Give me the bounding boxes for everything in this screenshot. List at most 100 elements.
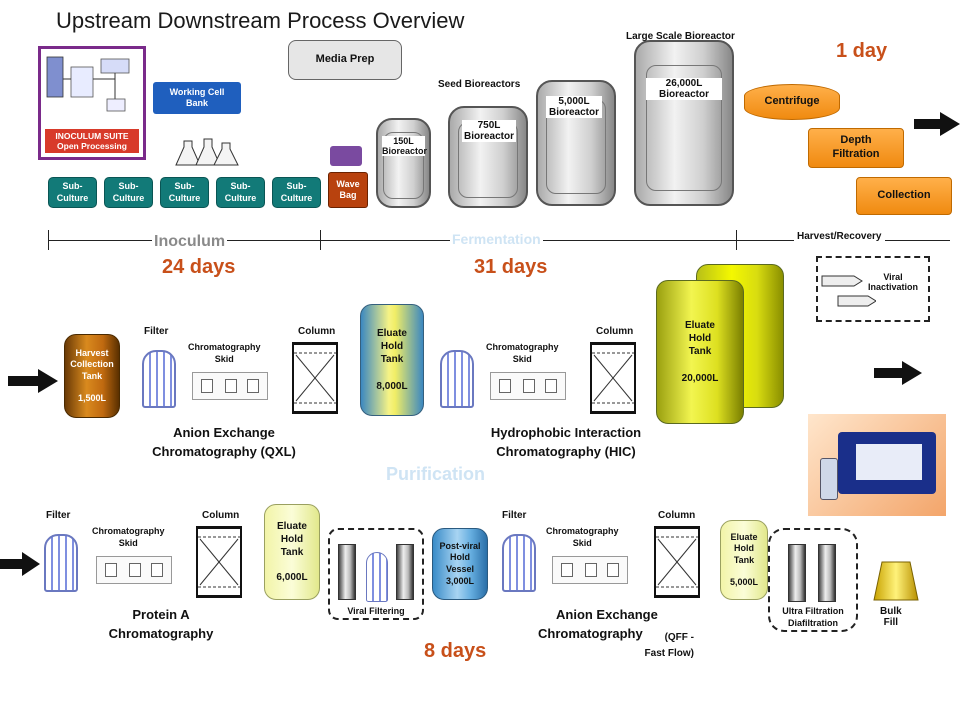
- centrifuge-box: Centrifuge: [744, 84, 840, 120]
- post-viral-hold-vessel: Post-viral Hold Vessel 3,000L: [432, 528, 488, 600]
- timeline-tick-1: [48, 230, 49, 250]
- filter-icon: [44, 534, 78, 592]
- skid-icon: [490, 372, 566, 400]
- harvest-recovery-label: Harvest/Recovery: [794, 231, 885, 242]
- bioreactor-150-label: 150L Bioreactor: [382, 136, 428, 156]
- sub-culture-2: Sub- Culture: [104, 177, 153, 208]
- days-8-label: 8 days: [424, 640, 487, 662]
- days-24-label: 24 days: [162, 256, 236, 278]
- bioreactor-750-icon: 750L Bioreactor: [448, 106, 528, 208]
- bioreactor-750-label: 750L Bioreactor: [462, 120, 516, 142]
- chromatography-skid-label-2: Chromatography Skid: [486, 342, 559, 364]
- eluate-tank-label-2: Eluate Hold Tank: [684, 320, 715, 357]
- arrow-right-icon: [8, 369, 58, 393]
- pipette-icon: [821, 275, 876, 307]
- inoculum-label: Inoculum: [152, 233, 228, 251]
- filter-icon: [440, 350, 474, 408]
- anion-exchange-qxl-label: Anion Exchange Chromatography (QXL): [152, 425, 296, 459]
- chromatography-skid-label-4: Chromatography Skid: [546, 526, 619, 548]
- working-cell-bank-box: Working Cell Bank: [153, 82, 241, 114]
- arrow-right-icon: [874, 361, 922, 385]
- post-viral-label: Post-viral Hold Vessel 3,000L: [439, 540, 481, 586]
- qff-note-label: (QFF - Fast Flow): [644, 632, 694, 659]
- eluate-hold-tank-8000: Eluate Hold Tank 8,000L: [360, 304, 424, 416]
- fermentation-label: Fermentation: [450, 231, 543, 247]
- culture-flasks-icon: [175, 138, 239, 166]
- sub-culture-4: Sub- Culture: [216, 177, 265, 208]
- eluate-tank-volume-2: 20,000L: [681, 373, 719, 384]
- bioreactor-26000-label: 26,000L Bioreactor: [646, 78, 722, 100]
- bioreactor-5000-label: 5,000L Bioreactor: [546, 96, 602, 118]
- bioreactor-5000-icon: 5,000L Bioreactor: [536, 80, 616, 206]
- wave-bag-image: [330, 146, 362, 166]
- one-day-label: 1 day: [836, 40, 888, 62]
- ultra-filtration-label: Ultra Filtration Diafiltration: [782, 606, 844, 628]
- filter-icon: [366, 552, 388, 602]
- filter-cartridge-icon: [818, 544, 836, 602]
- harvest-collection-tank: Harvest Collection Tank 1,500L: [64, 334, 120, 418]
- filter-label-2: Filter: [46, 510, 71, 521]
- hic-label: Hydrophobic Interaction Chromatography (…: [490, 425, 642, 459]
- column-icon: [590, 342, 636, 414]
- protein-a-label: Protein A Chromatography: [108, 607, 214, 641]
- seed-bioreactors-label: Seed Bioreactors: [438, 79, 521, 90]
- anion-exchange-qff-label-1: Anion Exchange: [556, 607, 658, 622]
- bioreactor-26000-icon: 26,000L Bioreactor: [634, 40, 734, 206]
- filter-label-1: Filter: [144, 326, 169, 337]
- column-icon: [292, 342, 338, 414]
- media-prep-box: Media Prep: [288, 40, 402, 80]
- inoculum-suite-image: INOCULUM SUITE Open Processing: [38, 46, 146, 160]
- inoculum-suite-label: INOCULUM SUITE Open Processing: [45, 128, 139, 153]
- chromatography-skid-label-3: Chromatography Skid: [92, 526, 165, 548]
- bioreactor-150-icon: 150L Bioreactor: [376, 118, 431, 208]
- skid-icon: [552, 556, 628, 584]
- column-icon: [654, 526, 700, 598]
- viral-filtering-group: Viral Filtering: [328, 528, 424, 620]
- filter-cartridge-icon: [396, 544, 414, 600]
- filter-icon: [142, 350, 176, 408]
- eluate-tank-volume-3: 6,000L: [276, 572, 308, 583]
- eluate-tank-label-3: Eluate Hold Tank: [276, 521, 307, 558]
- days-31-label: 31 days: [474, 256, 548, 278]
- chromatography-skid-label-1: Chromatography Skid: [188, 342, 261, 364]
- eluate-hold-tank-5000: Eluate Hold Tank 5,000L: [720, 520, 768, 600]
- eluate-hold-tank-6000: Eluate Hold Tank 6,000L: [264, 504, 320, 600]
- column-label-4: Column: [658, 510, 696, 521]
- wave-bag-box: Wave Bag: [328, 172, 368, 208]
- bulk-fill-label: Bulk Fill: [880, 606, 902, 628]
- sub-culture-1: Sub- Culture: [48, 177, 97, 208]
- filter-cartridge-icon: [788, 544, 806, 602]
- filter-cartridge-icon: [338, 544, 356, 600]
- filter-label-3: Filter: [502, 510, 527, 521]
- depth-filtration-box: Depth Filtration: [808, 128, 904, 168]
- eluate-tank-label-4: Eluate Hold Tank: [730, 531, 758, 565]
- eluate-tank-volume-4: 5,000L: [729, 576, 759, 587]
- arrow-right-icon: [914, 112, 960, 136]
- timeline-tick-3: [736, 230, 737, 250]
- skid-icon: [192, 372, 268, 400]
- arrow-right-icon: [0, 552, 40, 576]
- column-label-1: Column: [298, 326, 336, 337]
- eluate-tank-label-1: Eluate Hold Tank: [376, 328, 407, 365]
- filter-icon: [502, 534, 536, 592]
- large-scale-bioreactor-label: Large Scale Bioreactor: [626, 31, 735, 42]
- timeline-tick-2: [320, 230, 321, 250]
- harvest-tank-volume: 1,500L: [77, 392, 107, 403]
- column-icon: [196, 526, 242, 598]
- sub-culture-3: Sub- Culture: [160, 177, 209, 208]
- collection-box: Collection: [856, 177, 952, 215]
- eluate-tank-volume-1: 8,000L: [376, 381, 408, 392]
- viral-inactivation-group: Viral Inactivation: [816, 256, 930, 322]
- bulk-fill-icon: [873, 561, 919, 601]
- anion-exchange-qff-label-2: Chromatography: [538, 626, 643, 641]
- sub-culture-5: Sub- Culture: [272, 177, 321, 208]
- viral-inactivation-label: Viral Inactivation: [868, 272, 919, 292]
- lab-diagram-icon: [46, 56, 130, 112]
- viral-filtering-label: Viral Filtering: [347, 606, 405, 616]
- purification-label: Purification: [386, 464, 486, 484]
- skid-icon: [96, 556, 172, 584]
- page-title: Upstream Downstream Process Overview: [56, 8, 465, 33]
- product-photo: [808, 414, 946, 516]
- eluate-hold-tank-20000: Eluate Hold Tank 20,000L: [656, 280, 744, 424]
- harvest-tank-label: Harvest Collection Tank: [70, 347, 114, 381]
